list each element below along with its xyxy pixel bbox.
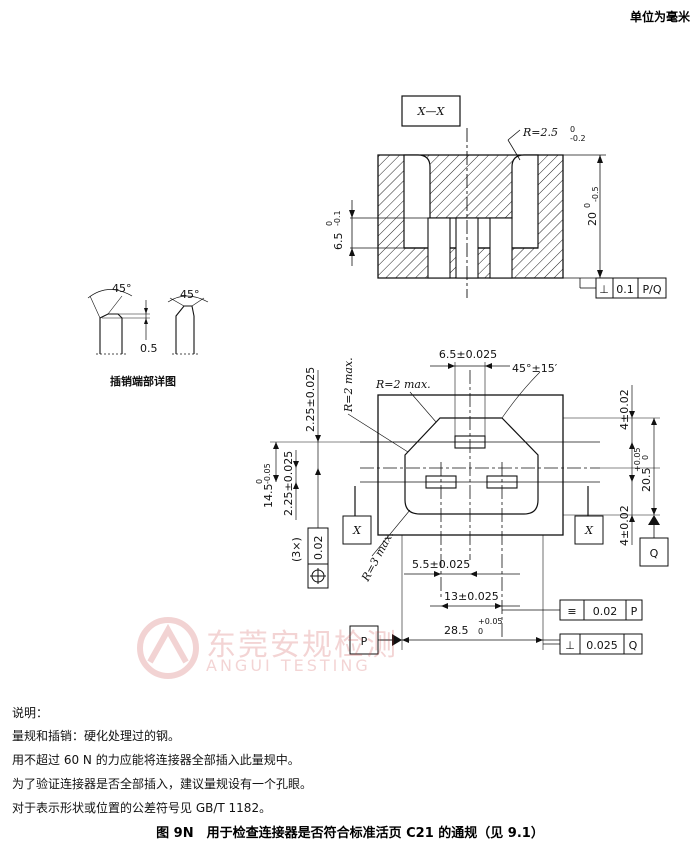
section-fcf-datum: P/Q [643,283,662,296]
unit-label: 单位为毫米 [629,10,690,24]
section-height-tol: -0.5 [591,186,600,202]
watermark-en: ANGUI TESTING [206,656,371,675]
sym-fcf-value: 0.02 [593,605,618,618]
plan-r-4-a: 4±0.02 [618,389,631,430]
section-radius: R=2.5 [522,126,558,139]
perp-fcf-value: 0.025 [586,639,618,652]
plan-dim-6-5: 6.5±0.025 [439,348,497,361]
watermark-cn: 东莞安规检测 [206,628,398,663]
section-depth-tol: -0.1 [333,210,342,226]
section-depth: 6.5 [332,233,345,251]
section-radius-tol: -0.2 [570,134,586,143]
plan-view: X X 6.5±0.025 45°±15′ R=2 max. R=2 max. … [255,348,669,655]
section-height-tol-top: 0 [583,203,592,208]
plan-dim-28-5-tol-bot: 0 [478,627,483,636]
note-line-1: 量规和插销：硬化处理过的钢。 [12,729,181,743]
watermark-logo [137,617,199,679]
plan-v-14-5-tol: -0.05 [263,463,272,484]
section-radius-tol-top: 0 [570,125,575,134]
pin-3 [489,217,513,279]
note-line-2: 用不超过 60 N 的力应能将连接器全部插入此量规中。 [12,753,300,767]
plan-dim-13: 13±0.025 [444,590,499,603]
datum-p: P [361,635,368,648]
section-marker-left-label: X [352,524,362,537]
pin-detail-angle-2: 45° [180,288,200,301]
plan-dim-28-5: 28.5 [444,624,469,637]
pin-detail-angle-1: 45° [112,282,132,295]
plan-v-2-25-a: 2.25±0.025 [304,367,317,432]
pos-fcf-value: 0.02 [312,536,325,561]
perp-fcf-datum: Q [629,639,638,652]
pin-detail-caption: 插销端部详图 [110,374,176,388]
section-depth-tol-top: 0 [325,221,334,226]
plan-r2-a: R=2 max. [375,378,431,391]
note-heading: 说明： [12,706,49,720]
pin-1 [427,217,451,279]
section-title: X—X [417,105,446,118]
plan-r-20-5-tol-bot: 0 [641,455,650,460]
note-line-4: 对于表示形状或位置的公差符号见 GB/T 1182。 [12,801,272,815]
plan-r2-b: R=2 max. [342,357,355,413]
plan-angle: 45°±15′ [512,362,558,375]
pin-detail: 0.5 45° 45° 插销端部详图 [87,282,209,388]
perp-fcf-symbol: ⊥ [565,639,575,652]
datum-p-box [349,625,379,655]
plan-r-20-5-tol: +0.05 [633,447,642,472]
note-line-3: 为了验证连接器是否全部插入，建议量规设有一个孔眼。 [12,777,313,791]
plan-dim-5-5: 5.5±0.025 [412,558,470,571]
sym-fcf-symbol: ≡ [567,605,576,618]
socket-outline [404,417,539,515]
section-height: 20 [586,212,599,226]
plan-dim-28-5-tol: +0.05 [478,617,503,626]
section-fcf-value: 0.1 [616,283,634,296]
section-marker-right [574,515,604,545]
pin-detail-dim: 0.5 [140,342,158,355]
section-title-box [401,95,461,127]
plan-v-14-5: 14.5 [262,484,275,509]
section-fcf-symbol: ⊥ [599,283,609,296]
section-marker-right-label: X [584,524,594,537]
figure-caption: 图 9N 用于检查连接器是否符合标准活页 C21 的通规（见 9.1） [156,826,544,841]
plan-r-20-5: 20.5 [640,468,653,493]
gauge-outline [377,394,564,536]
plan-r3: R=3 max. [359,529,397,584]
section-view: X—X R=2.5 0 -0.2 20 0 [325,95,667,299]
section-marker-left [342,515,372,545]
sym-fcf-datum: P [631,605,638,618]
plan-v-2-25-b: 2.25±0.025 [282,451,295,516]
datum-q: Q [650,547,659,560]
datum-q-box [639,537,669,567]
plan-r-4-b: 4±0.02 [618,505,631,546]
plan-v-14-5-tol-top: 0 [255,479,264,484]
pos-fcf-count: (3×) [290,537,303,562]
sym-fcf [559,599,643,621]
